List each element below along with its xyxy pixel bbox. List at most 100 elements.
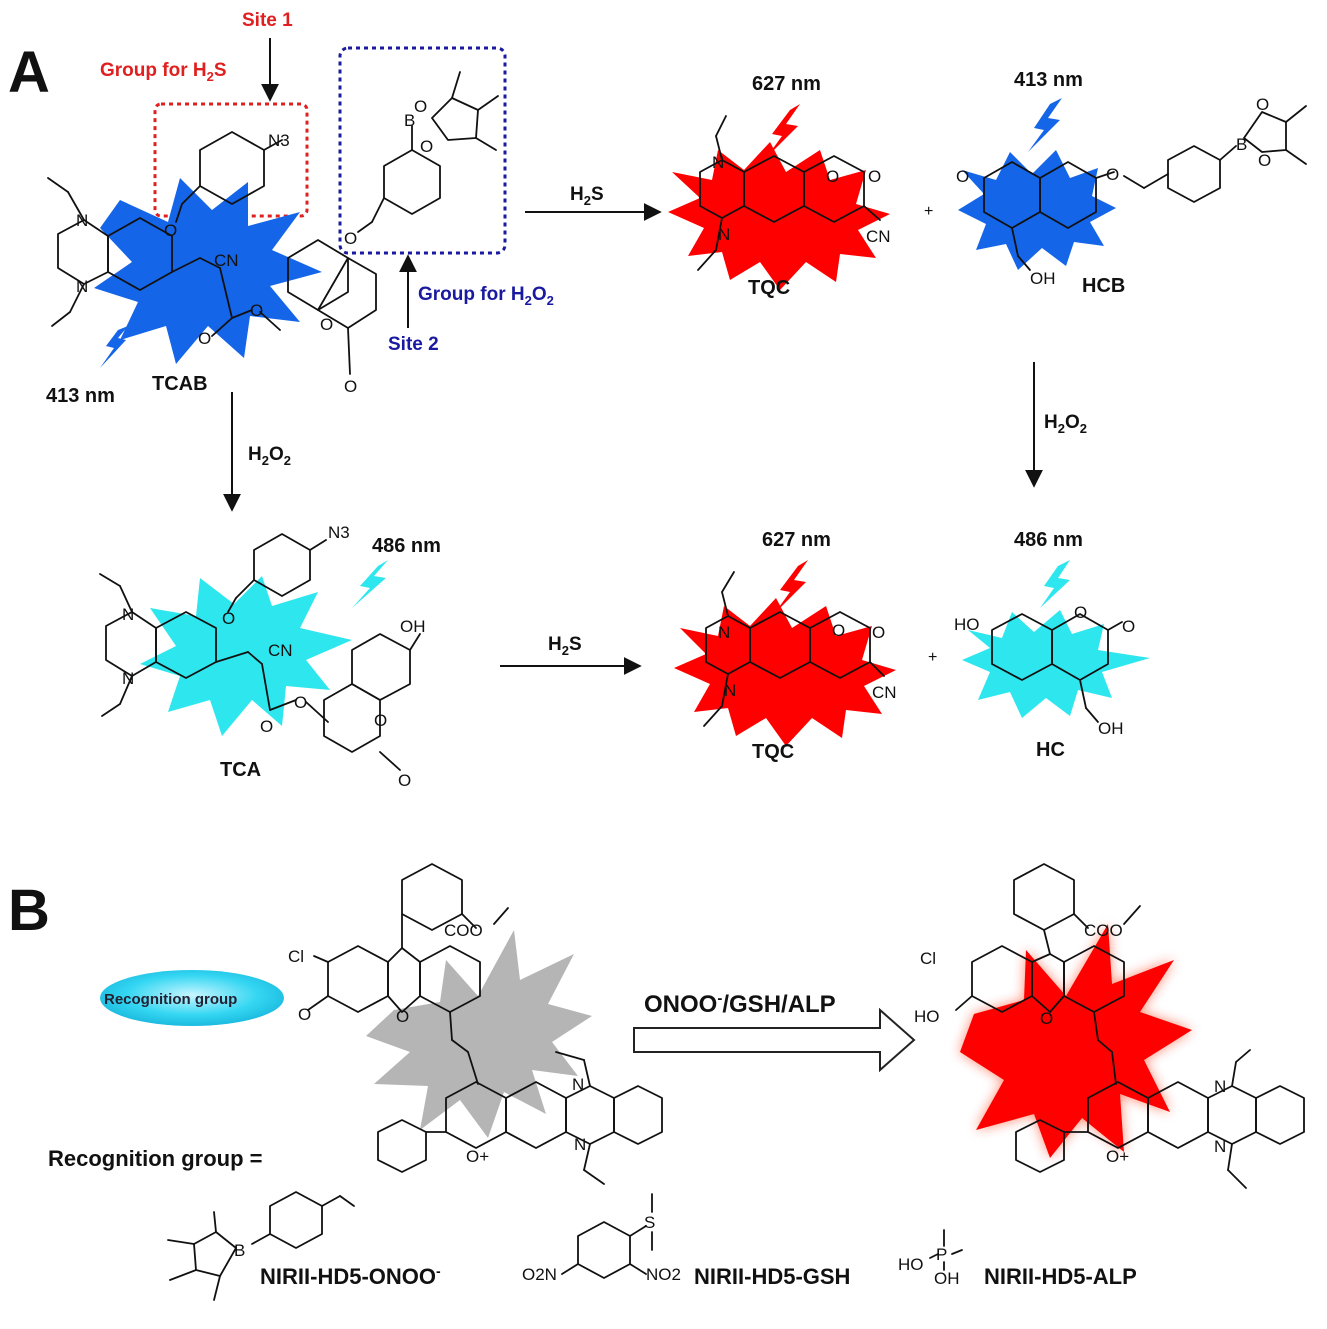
hc-structure	[991, 613, 1123, 723]
atom-n-tqc-bottom-2: N	[724, 681, 736, 700]
atom-ho-phosphate: HO	[898, 1255, 924, 1274]
atom-o-hcb-1: O	[956, 167, 969, 186]
panel-a-letter: A	[8, 40, 50, 105]
atom-o-tcab-3: O	[164, 221, 177, 240]
label-hcb: HCB	[1082, 275, 1125, 297]
lightning-486-tca	[352, 560, 388, 608]
plus-bottom: +	[928, 649, 937, 666]
dnbs-group-structure	[561, 1193, 653, 1279]
wavelength-486-hc: 486 nm	[1014, 529, 1083, 551]
atom-n-product-2: N	[1214, 1137, 1226, 1156]
atom-coo-probe: COO	[444, 921, 483, 940]
atom-coo-product: COO	[1084, 921, 1123, 940]
atom-o-tca-2: O	[294, 693, 307, 712]
wavelength-413-hcb: 413 nm	[1014, 69, 1083, 91]
panel-b-letter: B	[8, 878, 50, 943]
atom-o-tcab-6: O	[198, 329, 211, 348]
atom-cl-product: Cl	[920, 949, 936, 968]
lightning-413-hcb	[1028, 98, 1062, 152]
wavelength-413-tcab: 413 nm	[46, 385, 115, 407]
atom-o-tqc-top-2: O	[868, 167, 881, 186]
tca-fluorescence-burst	[140, 576, 352, 736]
atom-cn-tcab: CN	[214, 251, 239, 270]
atom-o-hcb-2: O	[1106, 165, 1119, 184]
atom-n-product-1: N	[1214, 1077, 1226, 1096]
atom-cn-tca: CN	[268, 641, 293, 660]
arrow-reagents-label: ONOO-/GSH/ALP	[644, 990, 836, 1018]
wavelength-627-bottom: 627 nm	[762, 529, 831, 551]
hcb-fluorescence-burst	[958, 150, 1116, 270]
atom-o-hc-2: O	[1122, 617, 1135, 636]
atom-o-tcab-7: O	[320, 315, 333, 334]
atom-oh-hcb: OH	[1030, 269, 1056, 288]
lightning-627-top	[766, 104, 800, 158]
atom-o-tqc-bottom-2: O	[872, 623, 885, 642]
lightning-627-bottom	[774, 560, 808, 614]
atom-cn-tqc-bottom: CN	[872, 683, 897, 702]
atom-o-tcab-1: O	[414, 97, 427, 116]
site-2-label: Site 2	[388, 334, 439, 355]
atom-n-tcab-1: N	[76, 211, 88, 230]
tqc-bottom-fluorescence-burst	[674, 598, 896, 746]
atom-b-tcab: B	[404, 111, 415, 130]
atom-n-tqc-top-1: N	[712, 153, 724, 172]
atom-n-tqc-bottom-1: N	[718, 623, 730, 642]
label-tcab: TCAB	[152, 373, 208, 395]
atom-oh-phosphate: OH	[934, 1269, 960, 1288]
atom-b-boronate: B	[234, 1241, 245, 1260]
site-1-label: Site 1	[242, 10, 293, 31]
label-tqc-top: TQC	[748, 277, 790, 299]
atom-o-tcab-8: O	[344, 377, 357, 396]
atom-s-dnbs: S	[644, 1213, 655, 1232]
group-h2s-label: Group for H2S	[100, 60, 227, 84]
atom-n-probe-2: N	[574, 1135, 586, 1154]
atom-oh-hc: OH	[1098, 719, 1124, 738]
reagent-h2s-bottom: H2S	[548, 634, 582, 658]
tqc-top-structure	[697, 115, 881, 271]
probe-structure	[307, 863, 663, 1185]
probe-gray-burst	[366, 930, 592, 1138]
hcb-structure	[983, 105, 1307, 271]
atom-n-tqc-top-2: N	[718, 225, 730, 244]
tqc-top-fluorescence-burst	[668, 142, 890, 290]
atom-o-probe-2: O	[396, 1007, 409, 1026]
product-red-burst	[960, 924, 1192, 1158]
label-hc: HC	[1036, 739, 1065, 761]
atom-o2n-dnbs: O2N	[522, 1265, 557, 1284]
reagent-h2o2-right: H2O2	[1044, 412, 1087, 436]
recognition-group-label: Recognition group	[104, 991, 237, 1008]
plus-top: +	[924, 203, 933, 220]
recognition-group-ellipse	[100, 970, 284, 1026]
atom-o-hc-1: O	[1074, 603, 1087, 622]
atom-n3-tcab: N3	[268, 131, 290, 150]
atom-o-tcab-4: O	[344, 229, 357, 248]
atom-o-hcb-4: O	[1258, 151, 1271, 170]
atom-ho-product: HO	[914, 1007, 940, 1026]
atom-oplus-product: O+	[1106, 1147, 1129, 1166]
atom-o-tca-1: O	[222, 609, 235, 628]
atom-o-tcab-2: O	[420, 137, 433, 156]
atom-n3-tca: N3	[328, 523, 350, 542]
probe-onoo-label: NIRII-HD5-ONOO-	[260, 1263, 441, 1289]
atom-oh-tca: OH	[400, 617, 426, 636]
lightning-413-tcab	[100, 326, 128, 368]
probe-alp-label: NIRII-HD5-ALP	[984, 1264, 1137, 1289]
atom-o-product: O	[1040, 1009, 1053, 1028]
atom-oplus-probe: O+	[466, 1147, 489, 1166]
wavelength-486-tca: 486 nm	[372, 535, 441, 557]
atom-o-tcab-5: O	[250, 301, 263, 320]
atom-n-tcab-2: N	[76, 277, 88, 296]
atom-o-tca-3: O	[260, 717, 273, 736]
atom-ho-hc: HO	[954, 615, 980, 634]
tca-structure	[99, 533, 421, 771]
atom-cl-probe: Cl	[288, 947, 304, 966]
product-structure	[955, 863, 1305, 1189]
atom-o-tqc-top-1: O	[826, 167, 839, 186]
atom-o-tqc-bottom-1: O	[832, 621, 845, 640]
atom-o-probe-1: O	[298, 1005, 311, 1024]
label-tca: TCA	[220, 759, 261, 781]
atom-n-tca-2: N	[122, 669, 134, 688]
tqc-bottom-structure	[703, 571, 885, 727]
atom-o-hcb-3: O	[1256, 95, 1269, 114]
